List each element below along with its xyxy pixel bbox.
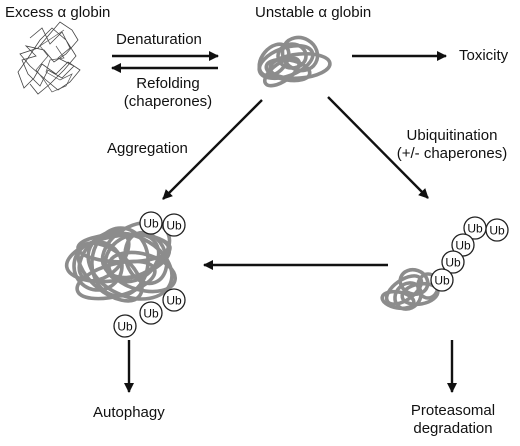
label-ubiquitination: Ubiquitination (+/- chaperones)	[382, 127, 520, 163]
ubiquitin-tag-label: Ub	[434, 274, 450, 288]
aggregate-protein-loop	[72, 240, 124, 292]
ubiquitin-tag-label: Ub	[166, 219, 182, 233]
ubiquitin-tag-label: Ub	[467, 222, 483, 236]
ubiquitin-circle	[430, 268, 454, 292]
label-proteasomal-degradation: Proteasomal degradation	[392, 402, 514, 438]
ubiquitin-tag-chain: Ub	[441, 250, 465, 274]
ubiquitin-circle	[485, 218, 509, 242]
label-autophagy: Autophagy	[93, 404, 165, 421]
aggregate-protein-loop	[75, 259, 157, 301]
ubiquitin-tag-aggregate: Ub	[139, 301, 163, 325]
label-denaturation: Denaturation	[116, 31, 202, 48]
ubiquitin-tag-aggregate: Ub	[162, 213, 186, 237]
ubiquitin-tag-chain: Ub	[430, 268, 454, 292]
label-unstable-globin: Unstable α globin	[255, 4, 372, 21]
ubiquitin-circle	[139, 301, 163, 325]
ubiquitin-tag-label: Ub	[445, 256, 461, 270]
ubiquitin-circle	[162, 213, 186, 237]
ubiquitin-tag-chain: Ub	[451, 233, 475, 257]
ubiquitin-tag-label: Ub	[166, 294, 182, 308]
unstable-globin-loop	[263, 56, 301, 88]
ubiquitin-tag-aggregate: Ub	[113, 314, 137, 338]
folded-globin-structure-b	[35, 29, 73, 93]
ubiquitin-tag-aggregate: Ub	[139, 211, 163, 235]
ubiquitin-tag-label: Ub	[117, 320, 133, 334]
aggregate-protein-loop	[123, 230, 169, 286]
aggregate-protein-loop	[103, 232, 161, 284]
ubiquitin-tag-label: Ub	[455, 239, 471, 253]
ubiquitin-tag-label: Ub	[143, 217, 159, 231]
ubiquitin-circle	[139, 211, 163, 235]
label-refolding: Refolding (chaperones)	[110, 75, 226, 111]
label-refolding-line2: (chaperones)	[123, 93, 213, 110]
folded-globin-structure	[17, 21, 81, 95]
label-proteasomal-line1: Proteasomal	[410, 402, 496, 419]
ubiquitin-tag-chain: Ub	[463, 216, 487, 240]
ubiquitin-tag-label: Ub	[143, 307, 159, 321]
arrow-aggregation	[162, 99, 263, 200]
ubiquitinated-protein-loop	[398, 267, 430, 297]
ubiquitin-circle	[113, 314, 137, 338]
unstable-globin-loop	[276, 42, 308, 70]
ubiquitin-circle	[451, 233, 475, 257]
ubiquitin-tag-label: Ub	[489, 224, 505, 238]
arrow-ubiquitination	[327, 96, 429, 199]
ubiquitin-circle	[441, 250, 465, 274]
ubiquitin-circle	[162, 288, 186, 312]
label-refolding-line1: Refolding	[136, 75, 200, 92]
label-excess-globin: Excess α globin	[5, 4, 111, 21]
ubiquitin-tag-aggregate: Ub	[162, 288, 186, 312]
label-toxicity: Toxicity	[459, 47, 509, 64]
ubiquitin-tag-chain: Ub	[485, 218, 509, 242]
label-proteasomal-line2: degradation	[413, 420, 493, 437]
label-aggregation: Aggregation	[107, 140, 188, 157]
label-ubiquitination-line1: Ubiquitination	[406, 127, 498, 144]
label-ubiquitination-line2: (+/- chaperones)	[396, 145, 508, 162]
